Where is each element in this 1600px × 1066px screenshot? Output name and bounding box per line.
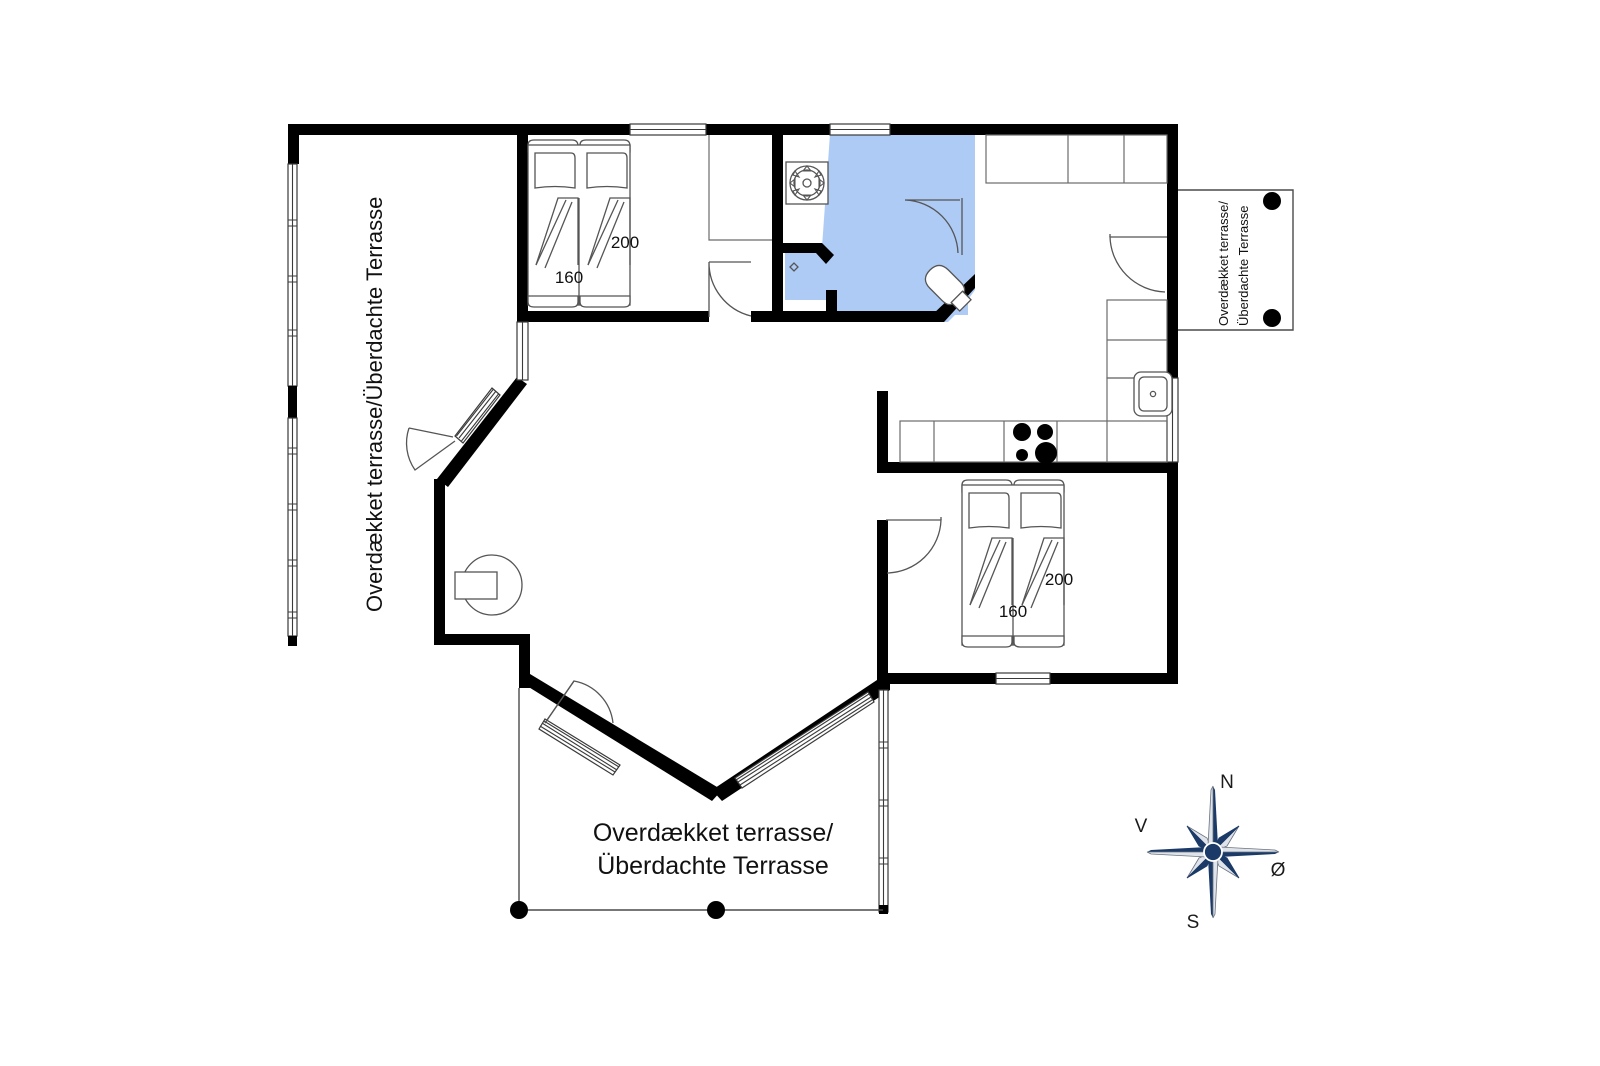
compass-rose: N S V Ø (1135, 772, 1286, 933)
compass-west-label: V (1135, 816, 1148, 837)
washing-machine-icon (785, 161, 829, 205)
bed2-width-label: 160 (999, 602, 1027, 621)
toilet-icon (924, 264, 972, 312)
floor-drain-icon (789, 262, 799, 272)
wood-stove-icon (454, 554, 523, 616)
terrace-post (1263, 192, 1281, 210)
sink-icon (1133, 371, 1173, 417)
terrace-post (1263, 309, 1281, 327)
bathroom-fixtures (708, 135, 972, 312)
terrace-bottom-label-line1: Overdækket terrasse/ (593, 819, 833, 847)
terrace-posts (510, 192, 1281, 919)
patio-doors (454, 387, 875, 789)
terrace-railings (287, 163, 889, 914)
terrace-left-label: Overdækket terrasse/Überdachte Terrasse (362, 197, 387, 612)
terrace-railing-left (287, 163, 298, 646)
cooktop-icon (1013, 423, 1057, 464)
kitchen-fixtures (899, 134, 1173, 464)
terrace-post (707, 901, 725, 919)
terrace-railing-bottom-right (878, 689, 889, 914)
terrace-bottom-label-line2: Überdachte Terrasse (597, 852, 829, 880)
bed1-width-label: 160 (555, 268, 583, 287)
bed-bedroom2: 160 200 (961, 479, 1073, 648)
compass-south-label: S (1187, 912, 1200, 933)
compass-east-label: Ø (1271, 860, 1286, 881)
door-swings (405, 198, 1167, 724)
terrace-right-label-line2: Überdachte Terrasse (1236, 206, 1251, 326)
compass-north-label: N (1220, 772, 1234, 793)
upper-cabinets (985, 134, 1168, 184)
bed1-length-label: 200 (611, 233, 639, 252)
kitchen-counter-bottom (899, 420, 1168, 463)
bed2-length-label: 200 (1045, 570, 1073, 589)
terrace-right-label-line1: Overdækket terrasse/ (1216, 201, 1231, 326)
terrace-post (510, 901, 528, 919)
bed-bedroom1: 160 200 (527, 139, 639, 308)
